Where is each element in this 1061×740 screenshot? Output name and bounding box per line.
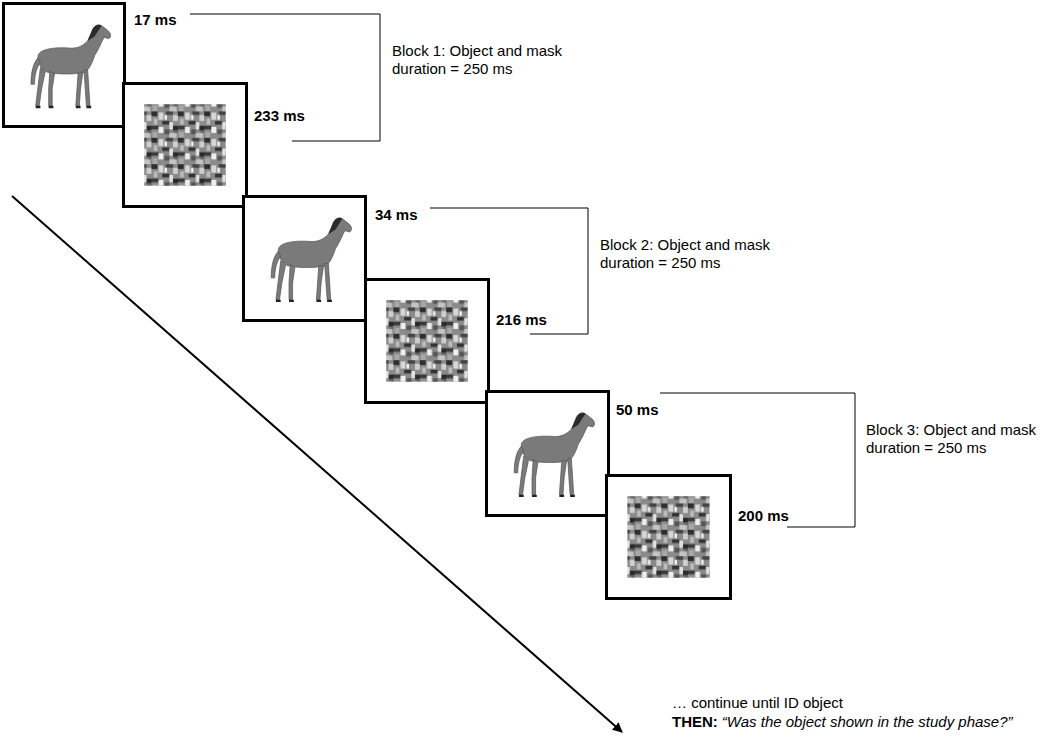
duration-label: 233 ms <box>254 107 305 124</box>
duration-label: 17 ms <box>134 11 177 28</box>
duration-label: 216 ms <box>496 311 547 328</box>
horse-picture <box>488 393 607 514</box>
duration-label: 50 ms <box>616 401 659 418</box>
mask-frame: 216 ms <box>364 278 490 404</box>
object-frame: 50 ms <box>485 390 610 517</box>
object-frame: 17 ms <box>2 2 126 128</box>
mask-frame: 233 ms <box>122 82 248 208</box>
time-arrow <box>12 196 622 732</box>
noise-mask <box>608 477 729 597</box>
noise-mask <box>367 281 487 401</box>
object-frame: 34 ms <box>242 195 367 322</box>
then-label: THEN: <box>672 713 718 731</box>
mask-frame: 200 ms <box>605 474 732 600</box>
noise-mask <box>125 85 245 205</box>
block-label: Block 3: Object and mask duration = 250 … <box>866 421 1056 457</box>
block-label: Block 1: Object and mask duration = 250 … <box>392 42 582 78</box>
horse-picture <box>5 5 123 125</box>
duration-label: 200 ms <box>738 507 789 524</box>
horse-picture <box>245 198 364 319</box>
continue-note: … continue until ID object <box>672 694 843 712</box>
duration-label: 34 ms <box>375 206 418 223</box>
block-label: Block 2: Object and mask duration = 250 … <box>600 236 790 272</box>
question-text: “Was the object shown in the study phase… <box>722 713 1013 731</box>
